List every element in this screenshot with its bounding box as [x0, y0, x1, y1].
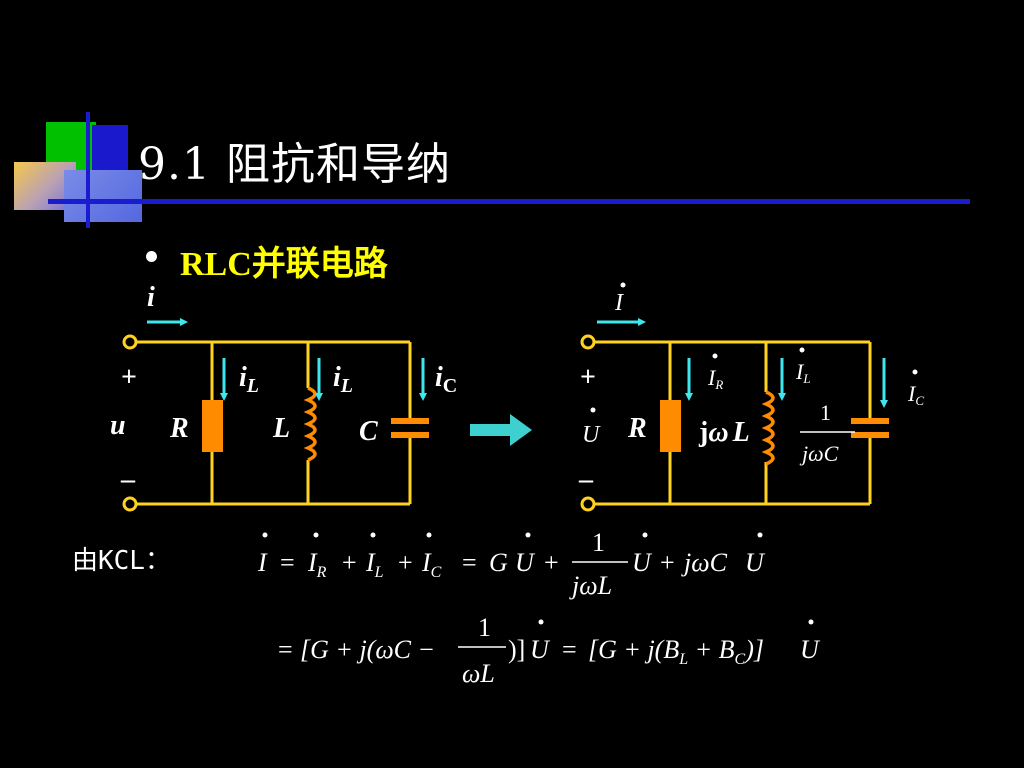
right-IC-label: IC	[907, 369, 924, 408]
svg-text:G: G	[489, 548, 508, 577]
bullet-point-icon	[146, 251, 157, 262]
equation-kcl: I = IR + IL + IC = G U + 1 jωL U + jωC U	[257, 528, 766, 600]
left-iL2-label: iL	[333, 362, 353, 397]
svg-text:=: =	[462, 548, 477, 577]
right-wires	[594, 340, 872, 506]
svg-text:=: =	[280, 548, 295, 577]
left-circuit: i + u – R L C iL iL iC	[110, 282, 457, 512]
right-minus-label: –	[578, 464, 594, 495]
svg-text:I: I	[257, 548, 268, 577]
svg-text:IC: IC	[421, 548, 442, 581]
svg-text:U: U	[515, 548, 536, 577]
right-IL-label: IL	[795, 347, 811, 386]
left-capacitor-plate-bottom	[391, 432, 429, 438]
left-L-label: L	[272, 413, 290, 444]
svg-text:U: U	[745, 548, 766, 577]
deco-vertical-line	[86, 112, 90, 228]
left-current-label: i	[147, 282, 155, 313]
svg-text:IL: IL	[795, 359, 811, 386]
right-bottom-terminal	[580, 496, 596, 512]
slide-title: 9.1 阻抗和导纳	[138, 139, 451, 190]
svg-text:jωC: jωC	[799, 441, 839, 466]
svg-text:jωL: jωL	[569, 571, 612, 600]
svg-text:U: U	[530, 635, 551, 664]
svg-text:[G + j(BL + BC)]: [G + j(BL + BC)]	[588, 635, 764, 668]
svg-text:1: 1	[820, 400, 831, 425]
svg-text:+: +	[342, 548, 357, 577]
svg-text:I: I	[614, 290, 624, 316]
svg-text:U: U	[632, 548, 653, 577]
left-minus-label: –	[120, 464, 136, 495]
left-plus-label: +	[121, 362, 137, 393]
left-iL1-label: iL	[239, 362, 259, 397]
left-wires	[136, 340, 412, 506]
left-capacitor-plate-top	[391, 418, 429, 424]
left-voltage-label: u	[110, 410, 126, 441]
left-R-label: R	[169, 413, 189, 444]
right-capacitor-plate-top	[851, 418, 889, 424]
right-resistor	[660, 400, 681, 452]
svg-text:)]: )]	[508, 635, 525, 664]
svg-text:1: 1	[478, 613, 491, 642]
svg-text:IC: IC	[907, 381, 924, 408]
left-inductor	[303, 386, 317, 462]
svg-text:=: =	[562, 635, 577, 664]
left-C-label: C	[359, 416, 378, 447]
left-top-terminal	[122, 334, 138, 350]
bullet-text: RLC并联电路	[180, 246, 388, 283]
svg-text:+: +	[544, 548, 559, 577]
right-capacitor-impedance: 1 jωC	[799, 400, 855, 466]
left-resistor	[202, 400, 223, 452]
title-underline	[48, 199, 970, 204]
deco-blue-square	[92, 125, 128, 175]
svg-text:+: +	[660, 548, 675, 577]
svg-text:jωC: jωC	[681, 548, 728, 577]
svg-text:1: 1	[592, 528, 605, 557]
right-plus-label: +	[580, 362, 596, 393]
svg-text:U: U	[800, 635, 821, 664]
svg-text:[G + j(ωC −: [G + j(ωC −	[300, 635, 435, 664]
svg-text:IR: IR	[707, 365, 723, 392]
svg-text:ωL: ωL	[462, 659, 495, 688]
right-IR-label: IR	[707, 353, 723, 392]
svg-text:=: =	[278, 635, 293, 664]
right-current-label: I	[614, 282, 626, 316]
kcl-label: 由KCL：	[72, 546, 171, 576]
right-voltage-label: U	[582, 407, 601, 448]
equation-admittance: = [G + j(ωC − 1 ωL )] U = [G + j(BL + BC…	[278, 613, 821, 688]
svg-text:U: U	[582, 422, 601, 448]
right-top-terminal	[580, 334, 596, 350]
right-R-label: R	[627, 413, 647, 444]
svg-text:+: +	[398, 548, 413, 577]
deco-light-blue-square	[64, 170, 142, 222]
left-iC-label: iC	[435, 362, 457, 397]
right-capacitor-plate-bottom	[851, 432, 889, 438]
svg-text:IL: IL	[365, 548, 384, 581]
transform-arrow	[470, 414, 532, 446]
left-bottom-terminal	[122, 496, 138, 512]
svg-text:IR: IR	[307, 548, 327, 581]
right-inductor	[761, 390, 775, 466]
